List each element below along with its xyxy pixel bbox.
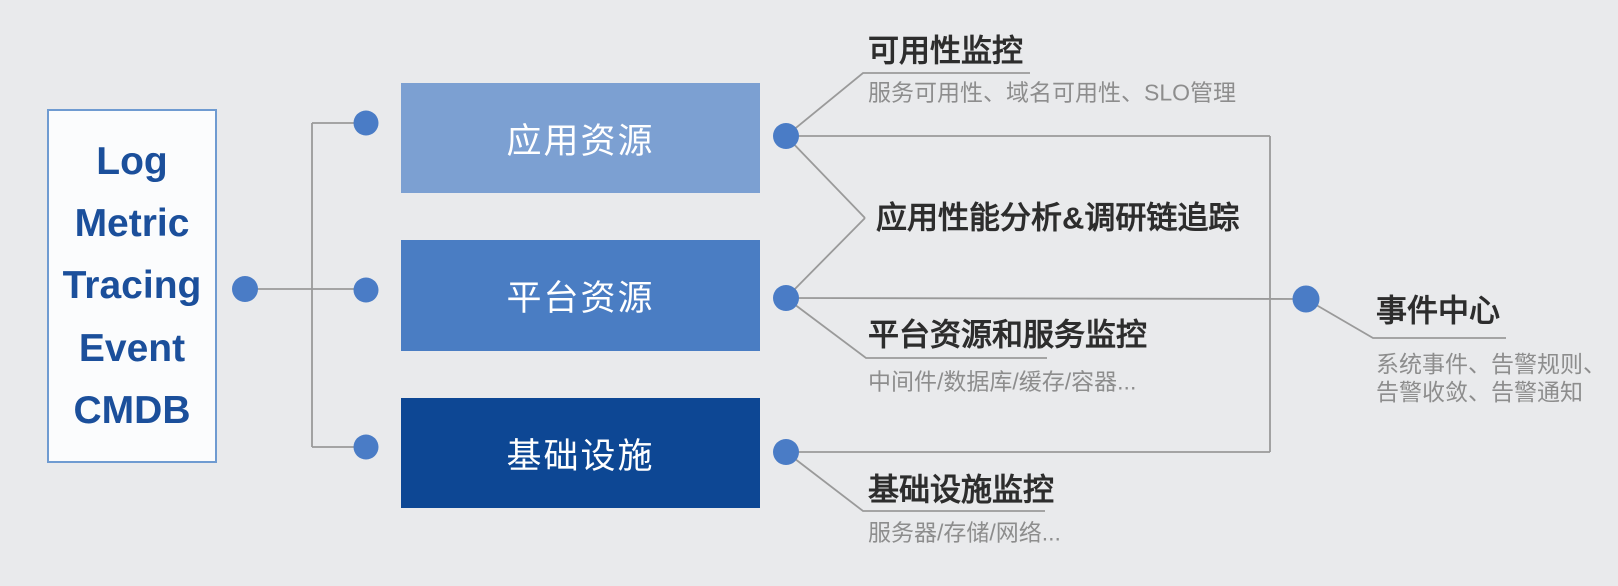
layer-box-infrastructure: 基础设施 xyxy=(401,398,760,508)
source-item-event: Event xyxy=(78,326,186,370)
availability-monitoring-title: 可用性监控 xyxy=(868,33,1023,69)
platform-right-dot xyxy=(773,285,799,311)
infrastructure-left-dot xyxy=(353,434,379,460)
apm-upper-leader-line xyxy=(785,135,866,219)
platform-monitoring-subtitle: 中间件/数据库/缓存/容器... xyxy=(868,368,1137,395)
event-center-leader-line xyxy=(1305,298,1506,339)
source-item-metric: Metric xyxy=(74,202,190,246)
availability-monitoring-subtitle: 服务可用性、域名可用性、SLO管理 xyxy=(868,79,1237,106)
event-center-subtitle-line1: 系统事件、告警规则、 xyxy=(1376,351,1606,377)
infrastructure-monitoring-subtitle: 服务器/存储/网络... xyxy=(868,519,1061,546)
availability-leader-line xyxy=(785,72,1030,137)
platform-monitoring-title: 平台资源和服务监控 xyxy=(868,317,1147,353)
layer-label-platform: 平台资源 xyxy=(506,279,655,318)
platform-monitoring-leader-line xyxy=(785,297,1047,359)
source-item-tracing: Tracing xyxy=(62,264,202,308)
event-center-feed-line xyxy=(785,297,1307,300)
source-connector-dot xyxy=(232,276,258,302)
infrastructure-monitoring-title: 基础设施监控 xyxy=(868,472,1054,508)
infrastructure-monitoring-leader-line xyxy=(785,451,1045,512)
event-center-title: 事件中心 xyxy=(1376,293,1500,329)
layer-label-application: 应用资源 xyxy=(506,121,655,161)
layer-box-platform: 平台资源 xyxy=(401,240,760,351)
event-center-subtitle: 系统事件、告警规则、 告警收敛、告警通知 xyxy=(1376,350,1606,406)
application-left-dot xyxy=(353,110,379,136)
event-center-dot xyxy=(1292,285,1320,313)
data-sources-box: Log Metric Tracing Event CMDB xyxy=(47,109,217,463)
application-right-dot xyxy=(773,123,799,149)
platform-left-dot xyxy=(353,277,379,303)
layer-box-application: 应用资源 xyxy=(401,83,760,193)
source-item-cmdb: CMDB xyxy=(73,388,191,432)
source-item-log: Log xyxy=(96,140,168,184)
apm-tracing-title: 应用性能分析&调研链追踪 xyxy=(876,200,1240,236)
apm-lower-leader-line xyxy=(785,217,866,299)
layer-label-infrastructure: 基础设施 xyxy=(506,436,655,476)
infrastructure-right-dot xyxy=(773,439,799,465)
event-center-subtitle-line2: 告警收敛、告警通知 xyxy=(1376,379,1583,405)
